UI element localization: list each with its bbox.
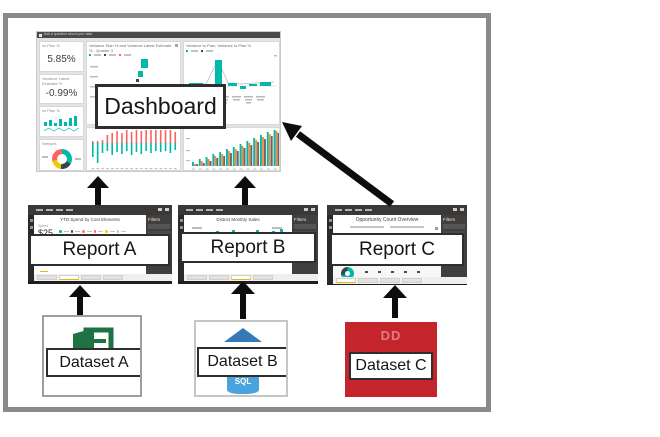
kpi-value: -0.99% bbox=[45, 88, 78, 100]
spike-legend bbox=[186, 50, 277, 52]
report-page-tab bbox=[37, 275, 57, 280]
report-tab-bar bbox=[184, 274, 318, 281]
report-a-label-text: Report A bbox=[62, 239, 137, 260]
dataset-a-label: Dataset A bbox=[46, 348, 140, 377]
report-tab-bar bbox=[333, 277, 467, 284]
dataset-b-label-text: Dataset B bbox=[207, 353, 278, 370]
arrow-report-b-to-dashboard bbox=[234, 176, 256, 205]
kpi-label: Variance Latest Estimate % bbox=[42, 76, 70, 86]
kpi-tile-vs-plan: vs Plan % 5.85% bbox=[39, 41, 84, 72]
report-a-title: YTD Spend by Cost Elements bbox=[60, 217, 120, 222]
report-a-legend bbox=[59, 230, 127, 233]
candlestick-chart bbox=[91, 128, 178, 170]
arrow-dataset-a-to-report-a bbox=[69, 285, 91, 315]
qna-placeholder: Ask a question about your data bbox=[44, 32, 93, 37]
report-page-tab bbox=[209, 275, 229, 280]
legend-dot bbox=[93, 230, 97, 233]
report-b-label-text: Report B bbox=[210, 236, 286, 258]
report-tab-bar bbox=[34, 274, 172, 281]
arrow-dataset-b-to-report-b bbox=[231, 281, 255, 319]
kpi-tile-variance-estimate: Variance Latest Estimate % -0.99% bbox=[39, 74, 84, 104]
report-page-tab bbox=[380, 278, 400, 283]
report-b-label: Report B bbox=[180, 232, 316, 263]
legend-dot bbox=[70, 230, 74, 233]
waterfall-legend bbox=[89, 54, 178, 56]
report-bottom-strip bbox=[178, 281, 318, 284]
report-a-kpi-label: Spend bbox=[38, 224, 49, 228]
filters-pane-title: Filters bbox=[443, 217, 456, 222]
report-page-tab bbox=[81, 275, 101, 280]
report-page-tab bbox=[187, 275, 207, 280]
report-c-title: Opportunity Count Overview bbox=[355, 217, 419, 223]
tile-label: Network bbox=[42, 141, 57, 146]
donut-tile: Network bbox=[39, 139, 84, 171]
sql-icon-text: SQL bbox=[234, 377, 252, 386]
report-b-title: District Monthly Sales bbox=[216, 217, 260, 222]
report-page-tab bbox=[253, 275, 273, 280]
ascending-bar-chart bbox=[186, 129, 279, 170]
filters-pane-title: Filters bbox=[294, 217, 307, 222]
legend-dot bbox=[116, 230, 120, 233]
dashboard-label-text: Dashboard bbox=[104, 93, 217, 119]
dataset-b-label: Dataset B bbox=[197, 347, 286, 377]
report-toolbar bbox=[178, 205, 318, 215]
report-c-label: Report C bbox=[330, 233, 464, 266]
toolbar-icons bbox=[158, 208, 169, 211]
report-page-tab bbox=[231, 275, 251, 280]
dataset-a-label-text: Dataset A bbox=[59, 353, 129, 371]
legend-dot bbox=[105, 230, 108, 233]
report-c-lower-chart bbox=[333, 266, 441, 277]
waterfall-title: Variance Plan % and Variance Latest Esti… bbox=[89, 44, 172, 53]
report-toolbar bbox=[28, 205, 172, 215]
dataset-c-box: DD Dataset C bbox=[345, 322, 437, 397]
dataset-c-logo: DD bbox=[380, 328, 402, 343]
report-toolbar bbox=[327, 205, 467, 215]
report-bottom-strip bbox=[28, 281, 172, 284]
arrow-report-c-to-dashboard bbox=[282, 122, 395, 207]
mini-bar-tile: vs Plan % bbox=[39, 106, 84, 137]
arrow-report-a-to-dashboard bbox=[87, 176, 109, 205]
report-b-thumbnail: District Monthly Sales Filters Report B bbox=[178, 205, 318, 284]
mini-bar-chart bbox=[43, 115, 80, 132]
toolbar-icons bbox=[304, 208, 315, 211]
ascending-bars-tile bbox=[183, 127, 280, 171]
dashboard-qna-bar: Ask a question about your data bbox=[37, 32, 280, 38]
report-page-tab bbox=[103, 275, 123, 280]
spike-tile: Variance to Plan, Variance to Plan % bbox=[183, 41, 280, 125]
dataset-c-label-text: Dataset C bbox=[355, 357, 427, 374]
dashboard-label: Dashboard bbox=[95, 84, 226, 129]
arrow-dataset-c-to-report-c bbox=[383, 285, 407, 318]
report-c-thumbnail: Opportunity Count Overview Filters bbox=[327, 205, 467, 285]
candlestick-tile bbox=[86, 127, 181, 171]
donut-chart bbox=[51, 148, 72, 169]
report-bottom-strip bbox=[327, 284, 467, 285]
tile-label: vs Plan % bbox=[42, 108, 60, 113]
dataset-a-box: Dataset A bbox=[42, 315, 142, 397]
dashboard-thumbnail: Ask a question about your data vs Plan %… bbox=[36, 31, 281, 172]
gear-icon bbox=[175, 44, 178, 47]
filters-pane-title: Filters bbox=[148, 217, 161, 222]
report-c-label-text: Report C bbox=[358, 238, 436, 260]
report-a-thumbnail: YTD Spend by Cost Elements Spend $25 Fil… bbox=[28, 205, 172, 284]
legend-dot bbox=[82, 230, 85, 233]
kpi-label: vs Plan % bbox=[42, 43, 60, 48]
sql-warehouse-roof-icon bbox=[224, 328, 262, 342]
report-page-tab bbox=[336, 278, 356, 283]
qna-search-icon bbox=[39, 33, 42, 37]
kpi-value: 5.85% bbox=[47, 53, 76, 65]
report-page-tab bbox=[59, 275, 79, 280]
toolbar-icons bbox=[453, 208, 464, 211]
report-a-label: Report A bbox=[29, 234, 170, 266]
dataset-b-box: SQL Dataset B bbox=[194, 320, 288, 397]
report-a-kpi-value: $25 bbox=[38, 228, 53, 238]
spike-title: Variance to Plan, Variance to Plan % bbox=[186, 44, 251, 48]
report-page-tab bbox=[402, 278, 422, 283]
report-page-tab bbox=[358, 278, 378, 283]
dataset-c-label: Dataset C bbox=[349, 352, 433, 380]
legend-dot bbox=[59, 230, 62, 233]
